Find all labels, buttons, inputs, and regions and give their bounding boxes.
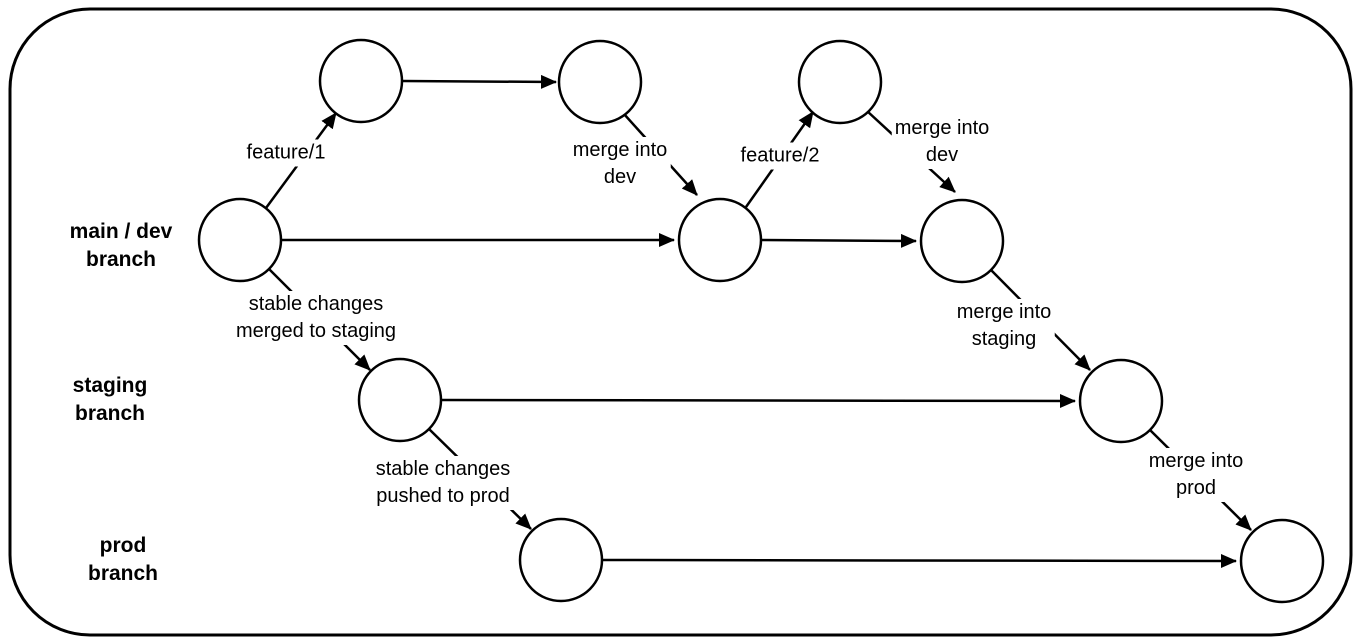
label-line: stable changes: [375, 458, 511, 480]
label-line: merged to staging: [235, 320, 397, 342]
label-line: branch: [87, 562, 159, 585]
commit-node-main-2: [677, 197, 763, 283]
label-line: merge into: [1148, 450, 1244, 472]
commit-node-prod-2: [1239, 518, 1325, 604]
label-line: merge into: [572, 139, 668, 161]
edge-feature1a-to-feature1b: [402, 74, 557, 89]
label-line: dev: [925, 144, 959, 166]
edge-label-stable-to-staging: stable changes merged to staging: [232, 291, 400, 345]
commit-node-prod-1: [518, 517, 604, 603]
label-line: staging: [971, 328, 1037, 350]
label-line: branch: [85, 248, 157, 271]
label-line: prod: [1175, 477, 1217, 499]
label-line: staging: [72, 374, 148, 397]
label-line: merge into: [956, 301, 1052, 323]
edge-label-stable-to-prod: stable changes pushed to prod: [372, 456, 514, 510]
label-line: prod: [99, 534, 147, 557]
label-line: branch: [74, 402, 146, 425]
edge-prod1-to-prod2: [602, 553, 1237, 568]
row-label-staging-branch: staging branch: [70, 372, 151, 428]
label-line: feature/2: [740, 144, 820, 167]
edge-staging1-to-staging2: [441, 393, 1076, 408]
edge-label-merge-into-dev-2: merge into dev: [891, 115, 993, 169]
edge-label-feature-2: feature/2: [737, 142, 823, 170]
label-line: pushed to prod: [376, 485, 510, 507]
edge-main2-to-main3: [761, 233, 917, 248]
label-line: main / dev: [69, 220, 173, 243]
commit-node-feature2-1: [797, 39, 883, 125]
commit-node-main-3: [919, 198, 1005, 284]
label-line: feature/1: [246, 141, 326, 164]
label-line: stable changes: [248, 293, 384, 315]
edge-label-feature-1: feature/1: [243, 139, 329, 167]
commit-node-staging-2: [1078, 358, 1164, 444]
label-line: merge into: [894, 117, 990, 139]
commit-node-feature1-1: [318, 38, 404, 124]
row-label-prod-branch: prod branch: [85, 532, 161, 588]
commit-node-staging-1: [357, 357, 443, 443]
edge-label-merge-into-dev-1: merge into dev: [569, 137, 671, 191]
row-label-main-dev-branch: main / dev branch: [67, 218, 176, 274]
label-line: dev: [603, 166, 637, 188]
commit-node-main-1: [197, 197, 283, 283]
diagram-border: [8, 7, 1353, 637]
edge-label-merge-into-staging: merge into staging: [953, 299, 1055, 353]
commit-node-feature1-2: [557, 39, 643, 125]
edge-label-merge-into-prod: merge into prod: [1145, 448, 1247, 502]
